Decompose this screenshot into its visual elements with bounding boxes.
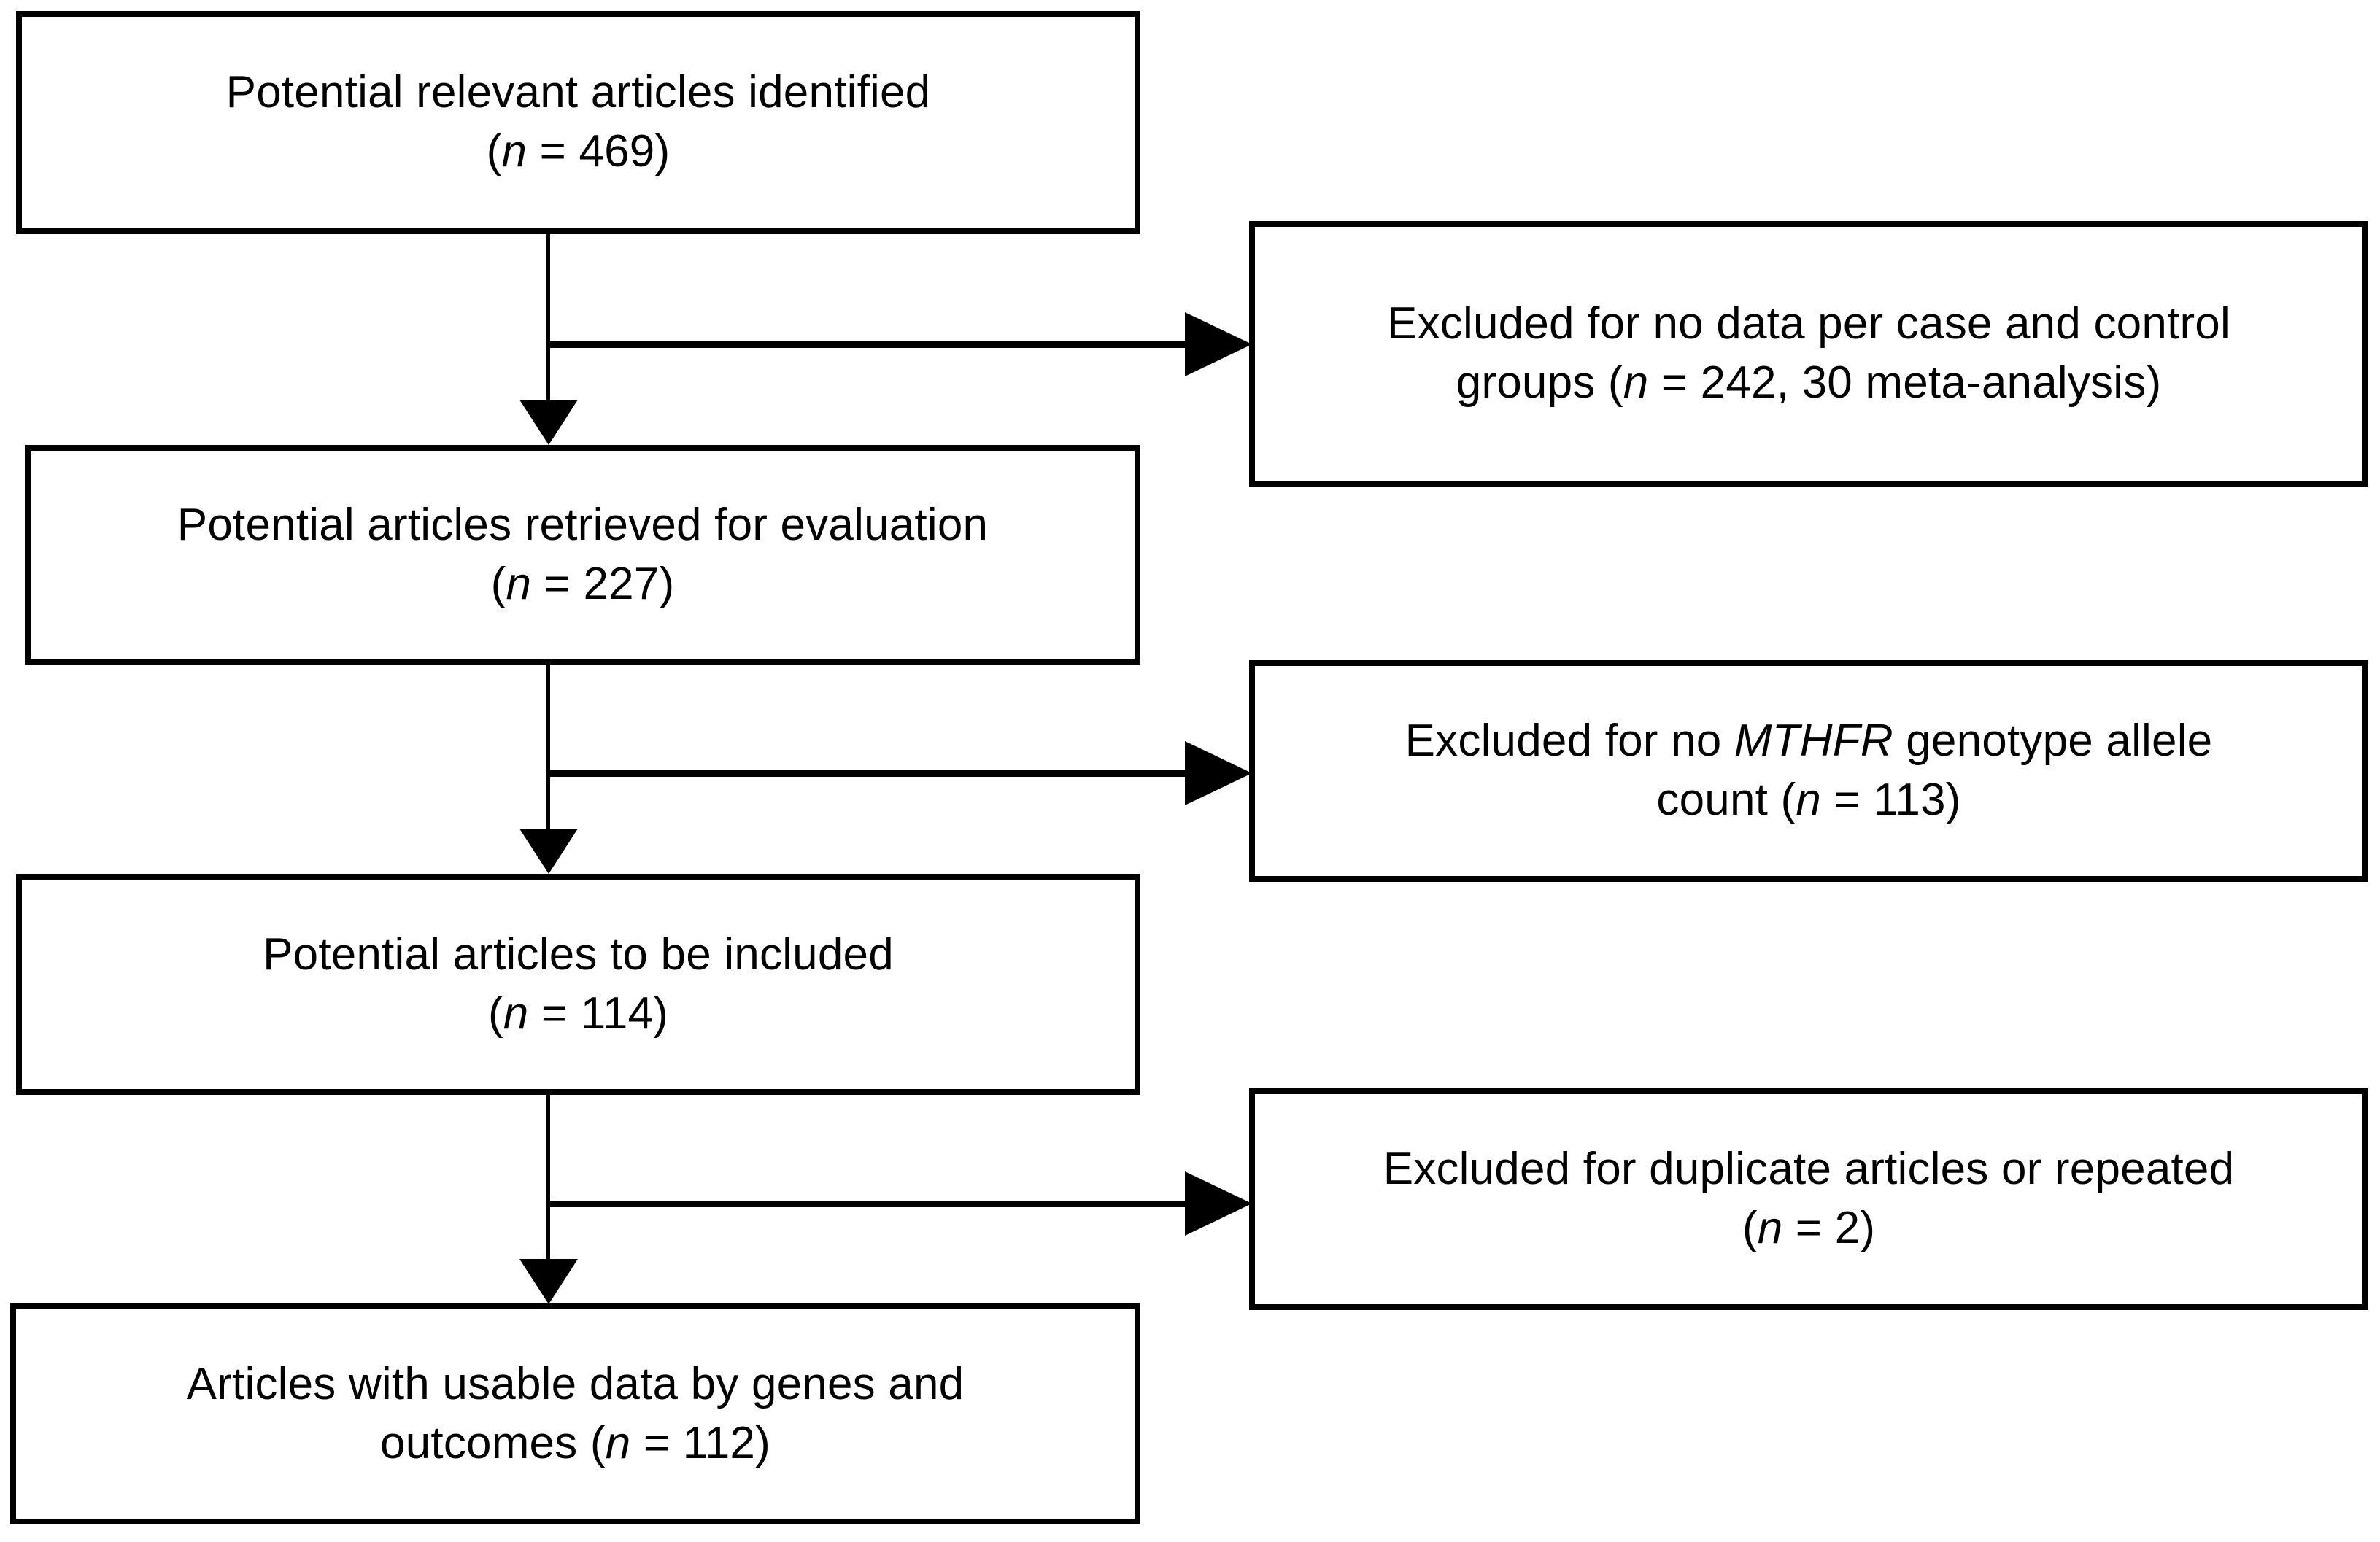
step-box-text-identified: Potential relevant articles identified(n… <box>225 67 931 177</box>
arrow-right-icon-exclusion-2 <box>1185 741 1252 805</box>
exclusion-box-duplicate-or-repeated: Excluded for duplicate articles or repea… <box>1249 1088 2368 1310</box>
step-box-potential-articles-retrieved: Potential articles retrieved for evaluat… <box>25 445 1140 665</box>
arrow-down-icon-retrieved-to-included <box>519 829 578 874</box>
connector-line-branch-exclusion-1 <box>548 341 1190 348</box>
connector-line-included-to-usable <box>546 1094 550 1276</box>
exclusion-box-no-case-control-data: Excluded for no data per case and contro… <box>1249 221 2368 487</box>
arrow-right-icon-exclusion-1 <box>1185 312 1252 376</box>
connector-line-branch-exclusion-2 <box>548 770 1190 777</box>
arrow-down-icon-identified-to-retrieved <box>519 400 578 445</box>
exclusion-box-text-3: Excluded for duplicate articles or repea… <box>1383 1144 2235 1253</box>
arrow-right-icon-exclusion-3 <box>1185 1171 1252 1236</box>
connector-line-retrieved-to-included <box>546 664 550 846</box>
step-box-text-included: Potential articles to be included(n = 11… <box>263 929 894 1039</box>
connector-line-identified-to-retrieved <box>546 233 550 429</box>
exclusion-box-text-1: Excluded for no data per case and contro… <box>1387 298 2230 408</box>
step-box-potential-relevant-articles-identified: Potential relevant articles identified(n… <box>16 11 1140 234</box>
step-box-potential-articles-to-be-included: Potential articles to be included(n = 11… <box>16 874 1140 1095</box>
arrow-down-icon-included-to-usable <box>519 1259 578 1304</box>
step-box-text-retrieved: Potential articles retrieved for evaluat… <box>177 499 989 609</box>
connector-line-branch-exclusion-3 <box>548 1201 1190 1207</box>
